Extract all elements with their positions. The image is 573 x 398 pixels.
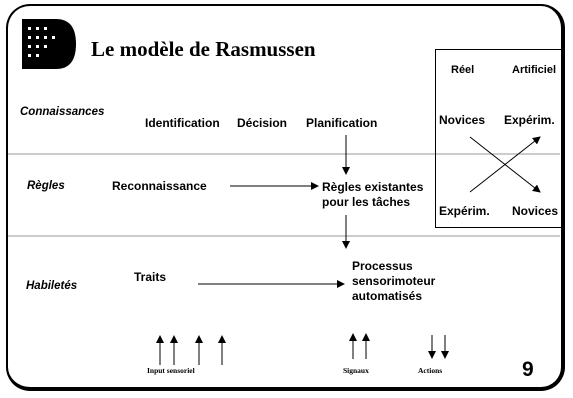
node-identification: Identification bbox=[145, 116, 220, 130]
level-habiletes: Habiletés bbox=[26, 280, 78, 292]
comparison-box bbox=[435, 49, 565, 228]
cross-arrow-down bbox=[469, 136, 541, 193]
slide-title: Le modèle de Rasmussen bbox=[91, 37, 316, 61]
node-planification: Planification bbox=[306, 116, 378, 130]
box-experim-bottom: Expérim. bbox=[439, 204, 490, 218]
node-traits: Traits bbox=[134, 270, 167, 284]
level-regles: Règles bbox=[27, 180, 65, 192]
box-artificiel: Artificiel bbox=[512, 64, 557, 76]
node-decision: Décision bbox=[237, 116, 288, 130]
label-actions: Actions bbox=[418, 366, 443, 375]
box-novices-bottom: Novices bbox=[512, 204, 559, 218]
grid-logo-icon bbox=[22, 19, 76, 69]
node-regles-existantes-line1: Règles existantes bbox=[322, 180, 424, 194]
page-number: 9 bbox=[522, 358, 534, 381]
slide-frame bbox=[6, 4, 565, 391]
node-processus-line2: sensorimoteur bbox=[352, 274, 436, 288]
label-input-sensoriel: Input sensoriel bbox=[147, 366, 195, 375]
box-novices-top: Novices bbox=[439, 113, 486, 127]
node-regles-existantes-line2: pour les tâches bbox=[322, 195, 411, 209]
node-reconnaissance: Reconnaissance bbox=[112, 179, 207, 193]
node-processus-line3: automatisés bbox=[352, 289, 423, 303]
node-processus-line1: Processus bbox=[352, 259, 413, 273]
level-connaissances: Connaissances bbox=[20, 106, 105, 118]
box-experim-top: Expérim. bbox=[504, 113, 555, 127]
label-signaux: Signaux bbox=[343, 366, 369, 375]
box-reel: Réel bbox=[451, 64, 475, 76]
